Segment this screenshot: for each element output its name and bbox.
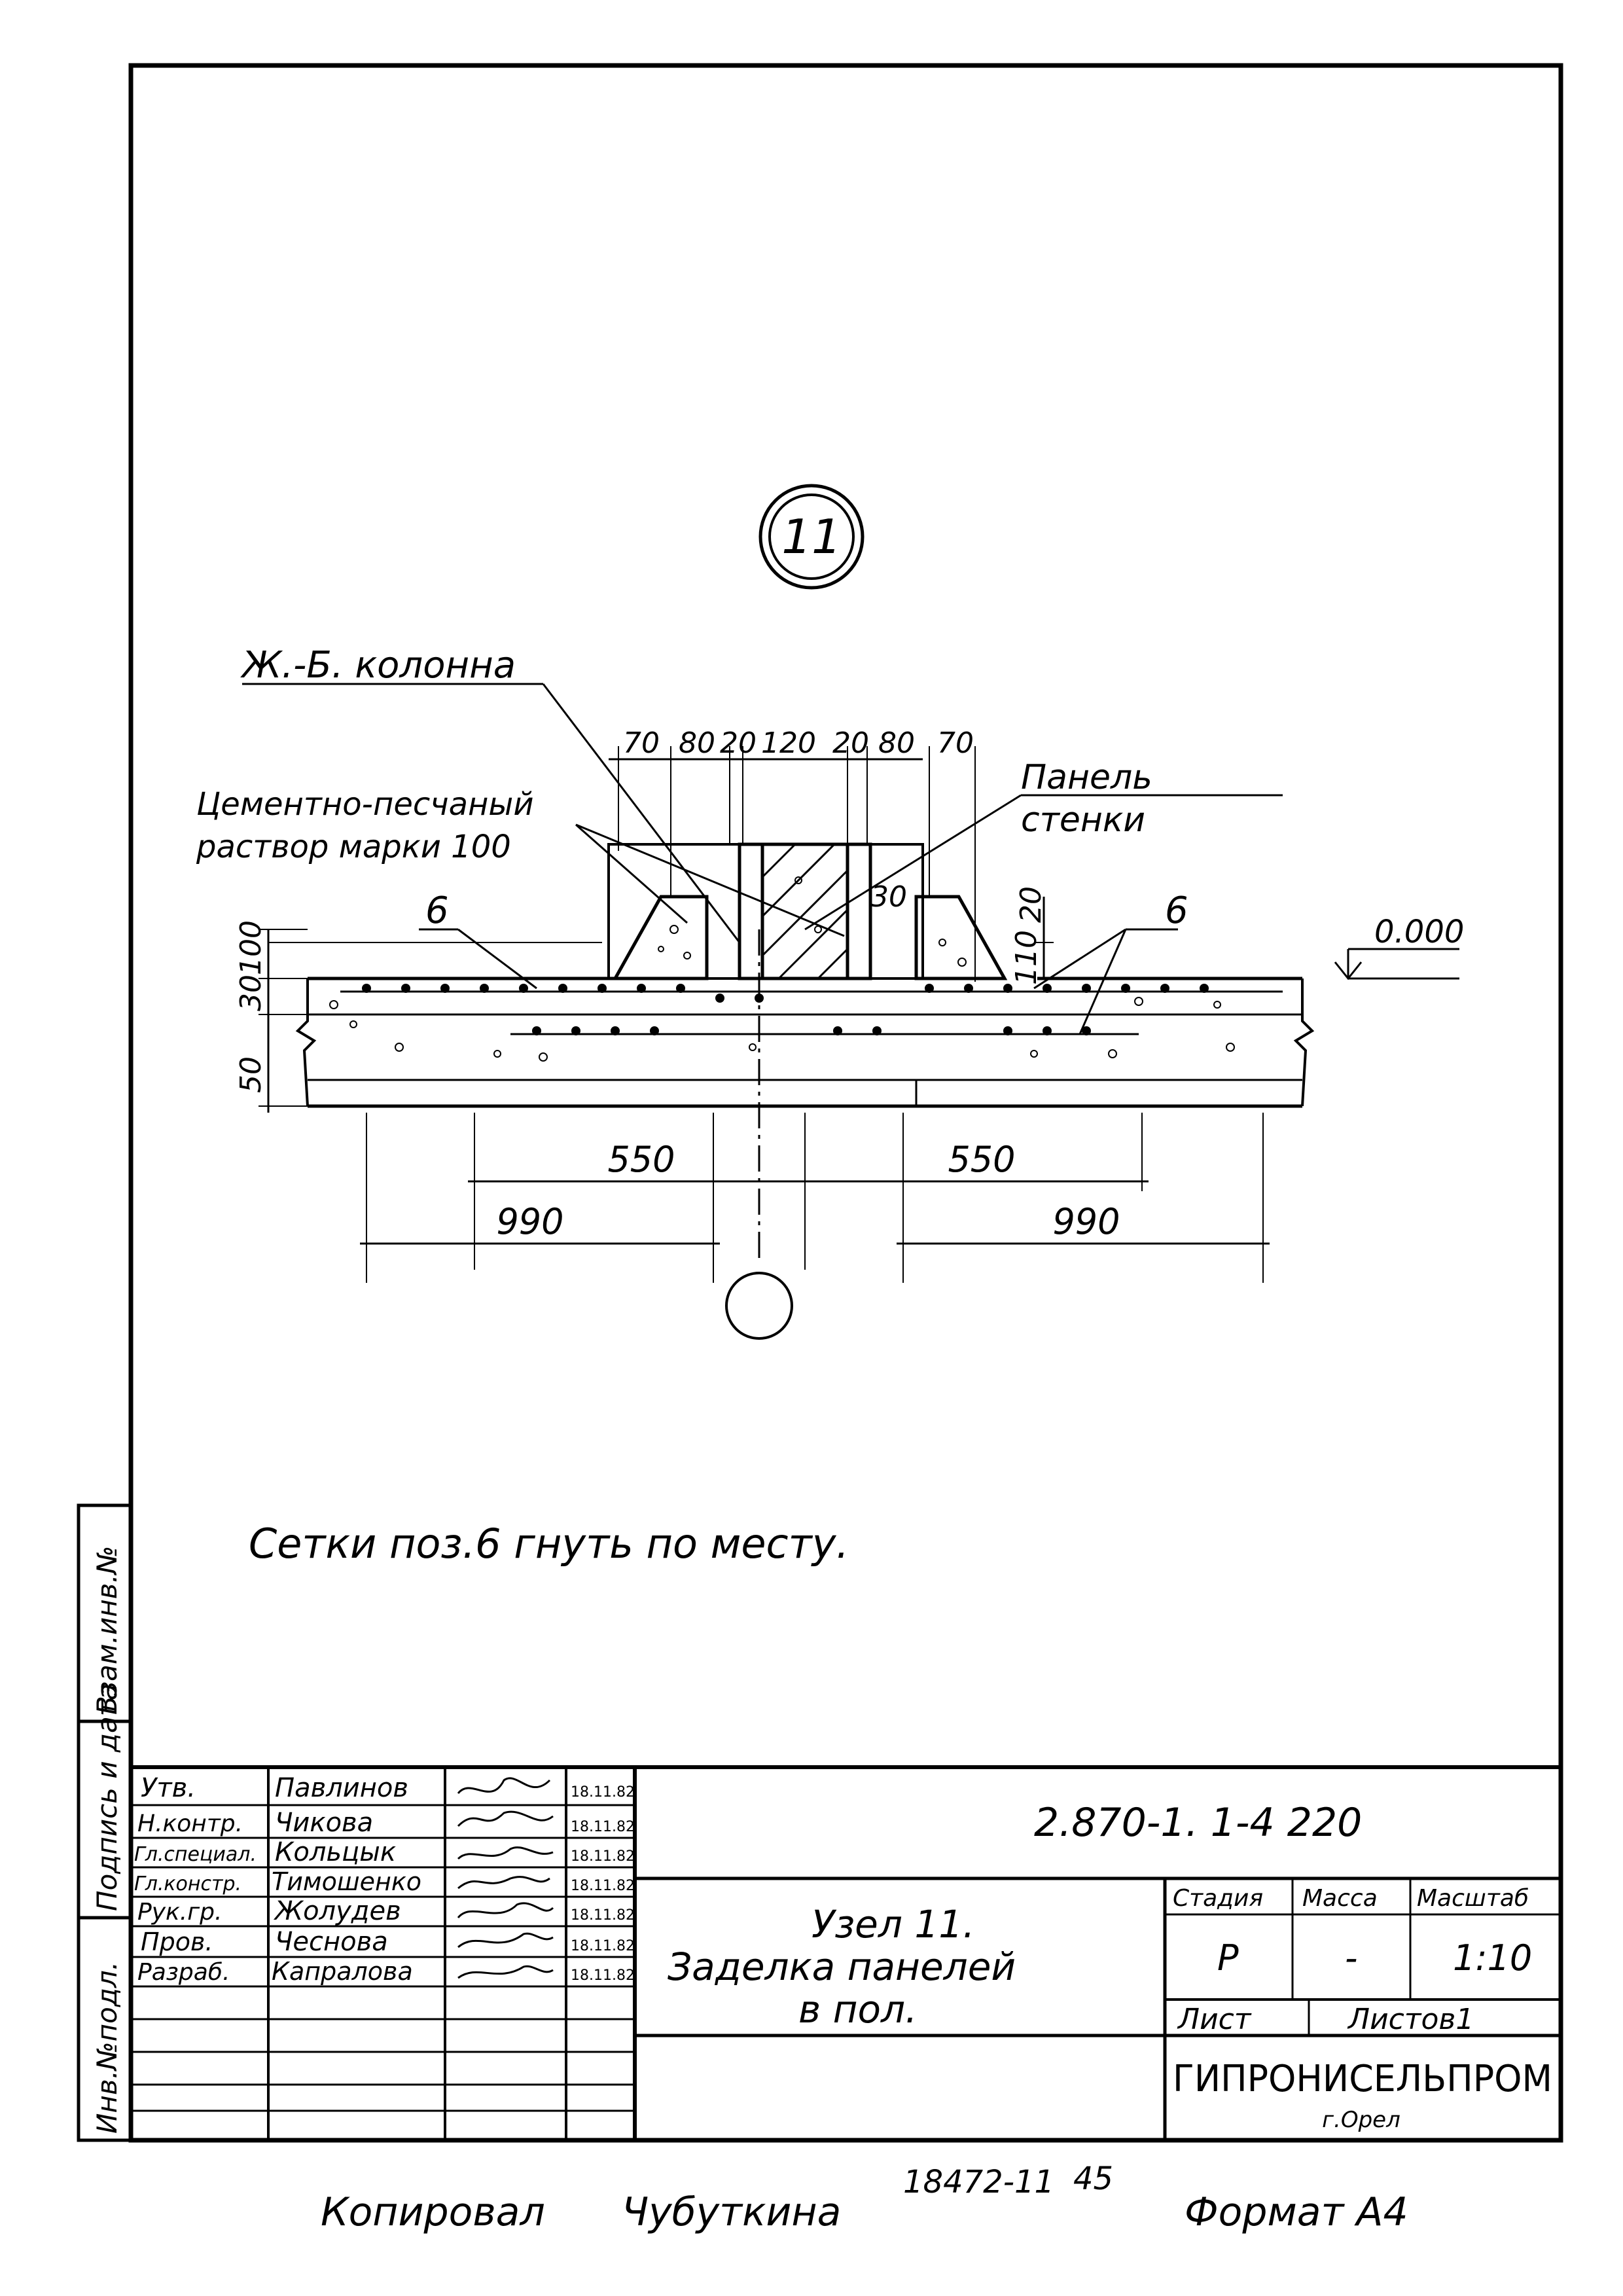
role-0: Утв.: [141, 1773, 196, 1803]
footer-copied-name: Чубуткина: [622, 2189, 841, 2235]
label-column: Ж.-Б. колонна: [240, 644, 516, 687]
general-note: Сетки поз.6 гнуть по месту.: [249, 1520, 849, 1568]
annotations: Ж.-Б. колонна Цементно-песчаный раствор …: [196, 644, 1283, 1035]
title-line-1: Узел 11.: [812, 1902, 975, 1946]
section-drawing: 70 80 20 120 20 80 70 100 30 50 110 20 3: [196, 644, 1464, 1340]
stage-value: Р: [1217, 1937, 1239, 1979]
name-1: Чикова: [275, 1808, 373, 1838]
floor-slab: [295, 977, 1315, 1108]
footer-format: Формат А4: [1185, 2189, 1408, 2235]
name-4: Жолудев: [273, 1896, 401, 1926]
role-3: Гл.констр.: [134, 1873, 241, 1895]
approval-row-5: Пров. Чеснова 18.11.82: [141, 1927, 635, 1957]
side-stamp-inv-orig: Инв.№подл.: [91, 1962, 123, 2134]
side-stamp: Взам.инв.№ Подпись и дата Инв.№подл.: [77, 1503, 133, 2142]
reinforcement-mesh: [340, 984, 1283, 1035]
role-5: Пров.: [141, 1928, 213, 1956]
dim-top-5: 80: [878, 726, 915, 760]
role-2: Гл.специал.: [134, 1843, 257, 1866]
approval-row-0: Утв. Павлинов 18.11.82: [141, 1773, 635, 1803]
dim-top-1: 80: [679, 726, 715, 760]
left-dimension-chain: 100 30 50: [234, 920, 602, 1113]
sheet-label: Лист: [1177, 2003, 1252, 2036]
scale-value: 1:10: [1453, 1937, 1532, 1979]
name-6: Капралова: [272, 1957, 413, 1986]
side-stamp-replace-inv: Взам.инв.№: [91, 1546, 123, 1715]
footer-page-no: 45: [1073, 2161, 1113, 2197]
node-marker: 11: [758, 484, 865, 590]
approval-row-6: Разраб. Капралова 18.11.82: [137, 1957, 635, 1986]
approval-row-4: Рук.гр. Жолудев 18.11.82: [137, 1896, 635, 1926]
name-5: Чеснова: [275, 1927, 388, 1957]
organization-name: ГИПРОНИСЕЛЬПРОМ: [1173, 2058, 1552, 2100]
label-mortar-2: раствор марки 100: [196, 829, 511, 865]
name-3: Тимошенко: [272, 1867, 421, 1896]
sheet-frame: [128, 63, 1563, 2143]
dim-top-4: 20: [832, 726, 869, 760]
approval-row-3: Гл.констр. Тимошенко 18.11.82: [134, 1867, 635, 1896]
dim-top-0: 70: [623, 726, 660, 760]
title-line-3: в пол.: [798, 1987, 918, 2032]
footer: Копировал Чубуткина 18472-11 45 Формат А…: [321, 2161, 1408, 2235]
label-mesh-left: 6: [425, 889, 449, 932]
title-line-2: Заделка панелей: [668, 1945, 1016, 1989]
label-mesh-right: 6: [1165, 889, 1188, 932]
axis-marker: [725, 1272, 793, 1340]
dim-top-6: 70: [937, 726, 974, 760]
approval-row-2: Гл.специал. Кольцык 18.11.82: [134, 1837, 635, 1867]
role-1: Н.контр.: [137, 1810, 243, 1837]
dim-left-100: 100: [234, 920, 268, 975]
date-6: 18.11.82: [571, 1967, 635, 1984]
dim-top-2: 20: [720, 726, 757, 760]
side-stamp-sign-date: Подпись и дата: [91, 1683, 123, 1911]
footer-archive-no: 18472-11: [903, 2164, 1054, 2200]
node-marker-number: 11: [781, 509, 842, 564]
dim-990-left: 990: [496, 1201, 563, 1242]
date-4: 18.11.82: [571, 1907, 635, 1924]
right-dimension-chain: 110 20 30: [870, 880, 1054, 985]
dim-right-110: 110: [1010, 930, 1043, 985]
bottom-dimension-chain: 550 550 990 990: [360, 1113, 1270, 1283]
dim-right-20: 20: [1014, 886, 1048, 923]
footer-copied-label: Копировал: [321, 2189, 545, 2235]
role-6: Разраб.: [137, 1959, 230, 1986]
level-mark: 0.000: [1334, 914, 1464, 980]
level-value: 0.000: [1374, 914, 1464, 950]
sheets-label: Листов1: [1347, 2003, 1474, 2036]
role-4: Рук.гр.: [137, 1899, 222, 1926]
concrete-aggregate: [329, 876, 1235, 1062]
dim-top-3: 120: [761, 726, 816, 760]
dim-550-left: 550: [607, 1139, 675, 1180]
top-dimension-chain: 70 80 20 120 20 80 70: [609, 726, 976, 982]
dim-left-30: 30: [234, 975, 268, 1011]
mortar-fillet-left: [612, 895, 709, 980]
label-panel-2: стенки: [1021, 800, 1145, 840]
wall-panel-left: [738, 842, 764, 980]
panel-hatching: [761, 843, 849, 980]
approval-row-1: Н.контр. Чикова 18.11.82: [137, 1808, 635, 1838]
date-5: 18.11.82: [571, 1938, 635, 1954]
date-1: 18.11.82: [571, 1819, 635, 1835]
title-block: Утв. Павлинов 18.11.82 Н.контр. Чикова 1…: [131, 1765, 1561, 2140]
label-panel-1: Панель: [1021, 758, 1152, 797]
mass-value: -: [1345, 1937, 1358, 1979]
date-2: 18.11.82: [571, 1848, 635, 1865]
stage-header: Стадия: [1173, 1885, 1263, 1912]
organization-city: г.Орел: [1322, 2107, 1400, 2133]
dim-left-50: 50: [234, 1056, 268, 1093]
scale-header: Масштаб: [1417, 1885, 1529, 1912]
name-0: Павлинов: [275, 1773, 408, 1803]
wall-panel-right: [846, 842, 872, 980]
document-code: 2.870-1. 1-4 220: [1034, 1800, 1362, 1846]
dim-550-right: 550: [948, 1139, 1015, 1180]
signatures: [457, 1777, 554, 1979]
dim-990-right: 990: [1052, 1201, 1120, 1242]
date-3: 18.11.82: [571, 1878, 635, 1894]
mass-header: Масса: [1302, 1885, 1378, 1912]
date-0: 18.11.82: [571, 1784, 635, 1801]
name-2: Кольцык: [275, 1837, 396, 1867]
label-mortar-1: Цементно-песчаный: [196, 786, 534, 823]
